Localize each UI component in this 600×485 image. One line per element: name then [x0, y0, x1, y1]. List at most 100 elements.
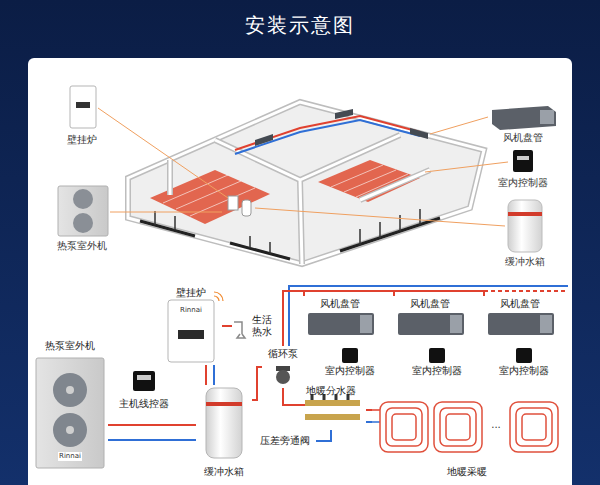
- boiler-icon: [76, 102, 90, 108]
- return-pipe: [366, 421, 372, 423]
- outdoor-unit: [66, 386, 74, 394]
- supply-pipe: [283, 291, 304, 346]
- controller-icon: [513, 150, 533, 172]
- floor-heating-loops: [380, 402, 428, 452]
- pipe-connector: [283, 388, 296, 405]
- page-title: 安装示意图: [0, 12, 600, 38]
- leader-lines: [430, 117, 488, 134]
- pipe-connector: [222, 326, 232, 327]
- callout-label: 壁挂炉: [66, 134, 98, 146]
- device-label: 室内控制器: [412, 365, 462, 377]
- house-illustration: [128, 102, 484, 264]
- device-box: 壁挂炉: [160, 285, 222, 365]
- wire-controller: [133, 371, 155, 391]
- supply-pipe: [205, 365, 207, 385]
- device-box: 室内控制器: [492, 345, 556, 379]
- device-label: 地暖采暖: [447, 466, 487, 478]
- house-illustration: [331, 165, 383, 187]
- return-pipe: [289, 286, 568, 346]
- floor-heating-loops: [510, 402, 558, 452]
- outdoor-unit: [66, 426, 74, 434]
- tank-icon: [508, 200, 542, 252]
- leader-lines: [425, 162, 508, 172]
- tank-icon: [508, 212, 542, 216]
- heat-pump-icon: [58, 186, 108, 236]
- tank-icon: [508, 200, 542, 252]
- fan-coil-icon: [540, 110, 554, 124]
- pipe-connector: [283, 291, 484, 346]
- floor-heating-loops: [372, 409, 380, 411]
- device-label: 主机线控器: [119, 398, 169, 410]
- device-label: 风机盘管: [410, 298, 450, 310]
- pump-icon: [276, 366, 290, 384]
- return-pipe: [213, 365, 215, 385]
- heat-pump-icon: [73, 213, 93, 233]
- device-label: 压差旁通阀: [260, 435, 310, 447]
- supply-pipe: [283, 291, 394, 346]
- pipe-connector: [283, 291, 304, 346]
- boiler: [214, 292, 223, 301]
- callout-label: 缓冲水箱: [504, 256, 546, 268]
- wire-controller: [133, 371, 155, 391]
- floor-heating-loops: [372, 421, 380, 423]
- supply-pipe: [222, 325, 232, 327]
- device-box: 主机线控器: [112, 368, 176, 412]
- supply-pipe: [366, 409, 372, 411]
- device-box: 室内控制器: [318, 345, 382, 379]
- manifold-icon: [305, 414, 360, 420]
- leader-lines: [98, 108, 228, 198]
- manifold-icon: [305, 400, 360, 406]
- device-label: 地暖分水器: [306, 385, 356, 397]
- house-illustration: [170, 135, 430, 264]
- house-illustration: [128, 102, 484, 264]
- floor-heating-loops: [392, 414, 416, 440]
- device-label: 热泵室外机: [45, 340, 95, 352]
- controller-icon: [517, 156, 529, 160]
- house-illustration: [335, 109, 353, 119]
- device-label: 室内控制器: [499, 365, 549, 377]
- device-box: 压差旁通阀: [254, 433, 316, 449]
- device-label: 循环泵: [268, 348, 298, 360]
- house-illustration: [242, 200, 251, 216]
- house-illustration: [155, 209, 420, 254]
- supply-pipe: [283, 388, 296, 405]
- floor-heating-loops: [440, 408, 476, 446]
- device-label: 风机盘管: [500, 298, 540, 310]
- pipe-connector: [366, 410, 372, 422]
- pipe-connector: [108, 425, 196, 440]
- device-box: 风机盘管: [298, 296, 382, 340]
- supply-pipe: [283, 291, 484, 346]
- supply-pipe: [316, 430, 331, 441]
- return-pipe: [108, 439, 196, 441]
- pipe-connector: [316, 430, 331, 441]
- house-illustration: [176, 181, 241, 209]
- pipe-connector: [206, 365, 214, 385]
- floor-heating-loops: [446, 414, 470, 440]
- supply-pipe: [252, 367, 262, 400]
- device-box: 风机盘管: [388, 296, 472, 340]
- house-illustration: [170, 135, 430, 264]
- fan-coil-unit: [360, 315, 372, 333]
- fan-coil-unit: [308, 313, 374, 335]
- fan-coil-icon: [492, 106, 556, 130]
- leader-lines: [255, 208, 505, 226]
- floor-heating-loops: [386, 408, 422, 446]
- callout-label: 风机盘管: [502, 132, 544, 144]
- floor-heating-loops: [434, 402, 482, 452]
- callout-label: 室内控制器: [497, 177, 549, 189]
- fan-coil-unit: [398, 313, 464, 335]
- house-illustration: [255, 134, 273, 146]
- house-illustration: [235, 120, 420, 154]
- room-controller: [429, 348, 445, 363]
- controller-icon: [513, 150, 533, 172]
- leader-lines: [110, 212, 222, 213]
- room-controller: [342, 348, 358, 363]
- device-box: 循环泵: [262, 346, 304, 388]
- floor-heating-loops: [372, 402, 558, 452]
- buffer-tank: [206, 402, 242, 406]
- pipe-connector: [283, 291, 394, 346]
- heat-pump-icon: [73, 189, 93, 209]
- room-controller: [516, 348, 532, 363]
- supply-pipe: [108, 424, 196, 426]
